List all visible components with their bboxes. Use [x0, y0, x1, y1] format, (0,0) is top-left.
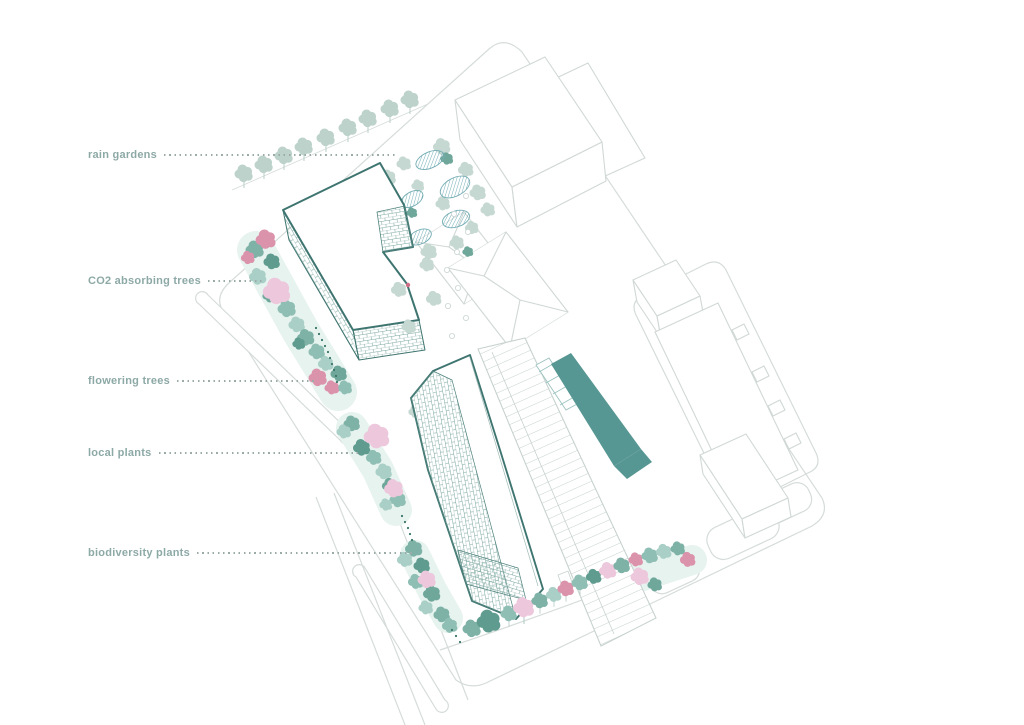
- facade-hatched: [410, 370, 517, 620]
- flower-accent-dot: [405, 282, 411, 288]
- rain-garden-blobs: [380, 150, 471, 246]
- leader-line-biodiversity-plants: [196, 552, 414, 554]
- leader-line-rain-gardens: [164, 154, 398, 156]
- leader-line-flowering-trees: [177, 380, 314, 382]
- legend-item-local-plants: local plants: [88, 445, 360, 461]
- stepping-stones: [443, 192, 471, 339]
- context-buildings: [415, 56, 802, 539]
- street-line-1: [315, 496, 406, 725]
- design-building-slab: [410, 354, 544, 620]
- roof-wing-hatched: [376, 205, 414, 253]
- strip-2-trees: [336, 415, 406, 511]
- legend-label-rain-gardens: rain gardens: [88, 149, 158, 161]
- leader-line-co2-absorbing-trees: [207, 280, 262, 282]
- legend-label-local-plants: local plants: [88, 447, 152, 459]
- context-slab-right: [632, 259, 802, 539]
- plot-outline-right: [633, 261, 819, 507]
- street-line-2: [333, 492, 426, 725]
- context-hip-roof-house-2: [447, 231, 569, 349]
- legend-item-rain-gardens: rain gardens: [88, 147, 398, 163]
- context-box-top: [454, 56, 607, 228]
- legend-item-biodiversity-plants: biodiversity plants: [88, 545, 414, 561]
- rain-gardens-area: [379, 137, 495, 339]
- solar-green-roof: [551, 353, 652, 479]
- legend-label-co2-absorbing-trees: CO2 absorbing trees: [88, 275, 201, 287]
- legend-label-flowering-trees: flowering trees: [88, 375, 170, 387]
- leader-line-local-plants: [158, 452, 360, 454]
- legend-item-co2-absorbing-trees: CO2 absorbing trees: [88, 273, 262, 289]
- legend-label-biodiversity-plants: biodiversity plants: [88, 547, 190, 559]
- legend-item-flowering-trees: flowering trees: [88, 373, 314, 389]
- path-dots: [314, 326, 462, 644]
- street-tree-line: [231, 103, 429, 191]
- site-boundary: [219, 42, 825, 687]
